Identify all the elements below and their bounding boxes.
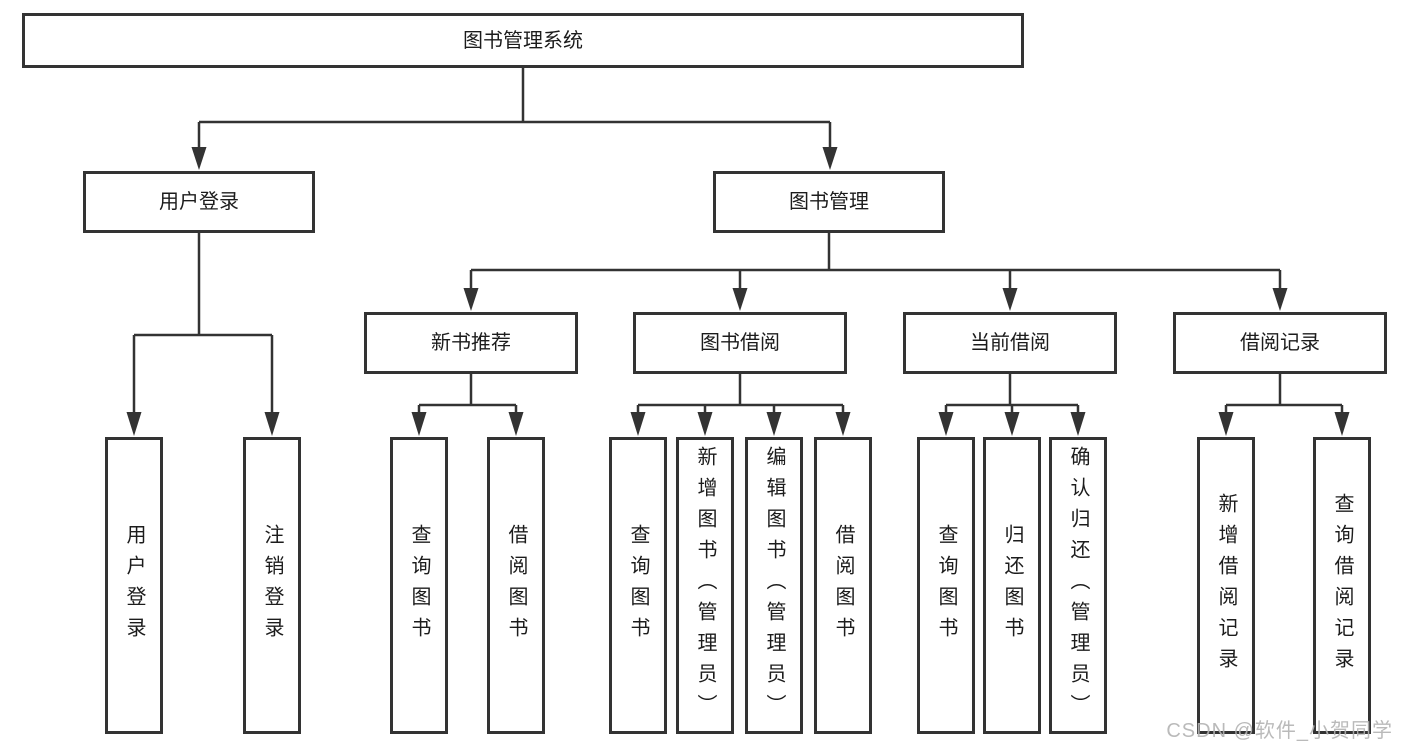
leaf-query-borrow-record: 查询借阅记录 bbox=[1313, 437, 1371, 734]
connector-root-branch bbox=[197, 68, 832, 150]
node-label: 编辑图书（管理员） bbox=[763, 446, 785, 725]
node-label: 查询图书 bbox=[935, 523, 957, 648]
arrow-down-icon bbox=[835, 412, 851, 436]
leaf-confirm-return-admin: 确认归还（管理员） bbox=[1049, 437, 1107, 734]
node-label: 查询图书 bbox=[627, 523, 649, 648]
arrow-down-icon bbox=[1004, 412, 1020, 436]
node-label: 新增借阅记录 bbox=[1215, 492, 1237, 679]
csdn-watermark: CSDN @软件_小贺同学 bbox=[1166, 720, 1393, 742]
node-book-management: 图书管理 bbox=[713, 171, 945, 233]
connector-book-management-branch bbox=[469, 233, 1282, 292]
node-label: 注销登录 bbox=[261, 523, 283, 648]
arrow-down-icon bbox=[411, 412, 427, 436]
arrow-down-icon bbox=[463, 288, 479, 311]
node-label: 确认归还（管理员） bbox=[1067, 446, 1089, 725]
leaf-add-books-admin: 新增图书（管理员） bbox=[676, 437, 734, 734]
leaf-borrow-books: 借阅图书 bbox=[814, 437, 872, 734]
node-root-library-system: 图书管理系统 bbox=[22, 13, 1024, 68]
node-label: 图书管理系统 bbox=[463, 29, 583, 52]
node-label: 图书借阅 bbox=[700, 332, 780, 354]
arrow-down-icon bbox=[508, 412, 524, 436]
node-label: 用户登录 bbox=[123, 523, 145, 648]
node-current-borrow: 当前借阅 bbox=[903, 312, 1117, 374]
arrow-down-icon bbox=[264, 412, 280, 436]
node-label: 借阅图书 bbox=[832, 523, 854, 648]
leaf-query-books-current: 查询图书 bbox=[917, 437, 975, 734]
leaf-query-books-recommend: 查询图书 bbox=[390, 437, 448, 734]
node-label: 新增图书（管理员） bbox=[694, 446, 716, 725]
arrow-down-icon bbox=[938, 412, 954, 436]
node-label: 查询借阅记录 bbox=[1331, 492, 1353, 679]
node-label: 图书管理 bbox=[789, 191, 869, 213]
arrow-down-icon bbox=[822, 147, 838, 170]
connector-book-borrow-branch bbox=[636, 374, 845, 416]
node-user-login: 用户登录 bbox=[83, 171, 315, 233]
node-book-borrow: 图书借阅 bbox=[633, 312, 847, 374]
leaf-return-books: 归还图书 bbox=[983, 437, 1041, 734]
leaf-edit-books-admin: 编辑图书（管理员） bbox=[745, 437, 803, 734]
node-borrow-records: 借阅记录 bbox=[1173, 312, 1387, 374]
leaf-add-borrow-record: 新增借阅记录 bbox=[1197, 437, 1255, 734]
arrow-down-icon bbox=[126, 412, 142, 436]
arrow-down-icon bbox=[1002, 288, 1018, 311]
node-label: 查询图书 bbox=[408, 523, 430, 648]
connector-user-login-branch bbox=[132, 233, 274, 416]
node-label: 新书推荐 bbox=[431, 332, 511, 354]
arrow-down-icon bbox=[766, 412, 782, 436]
node-new-book-recommend: 新书推荐 bbox=[364, 312, 578, 374]
connector-new-book-branch bbox=[417, 374, 518, 416]
arrow-down-icon bbox=[191, 147, 207, 170]
node-label: 借阅记录 bbox=[1240, 332, 1320, 354]
node-label: 归还图书 bbox=[1001, 523, 1023, 648]
arrow-down-icon bbox=[1334, 412, 1350, 436]
arrow-down-icon bbox=[1218, 412, 1234, 436]
connector-current-borrow-branch bbox=[944, 374, 1080, 416]
leaf-borrow-books-recommend: 借阅图书 bbox=[487, 437, 545, 734]
arrow-down-icon bbox=[1070, 412, 1086, 436]
leaf-logout-login: 注销登录 bbox=[243, 437, 301, 734]
node-label: 借阅图书 bbox=[505, 523, 527, 648]
leaf-query-books-borrow: 查询图书 bbox=[609, 437, 667, 734]
arrow-down-icon bbox=[1272, 288, 1288, 311]
arrow-down-icon bbox=[732, 288, 748, 311]
leaf-user-login: 用户登录 bbox=[105, 437, 163, 734]
connector-borrow-records-branch bbox=[1224, 374, 1344, 416]
arrow-down-icon bbox=[697, 412, 713, 436]
arrow-down-icon bbox=[630, 412, 646, 436]
node-label: 当前借阅 bbox=[970, 332, 1050, 354]
node-label: 用户登录 bbox=[159, 191, 239, 213]
